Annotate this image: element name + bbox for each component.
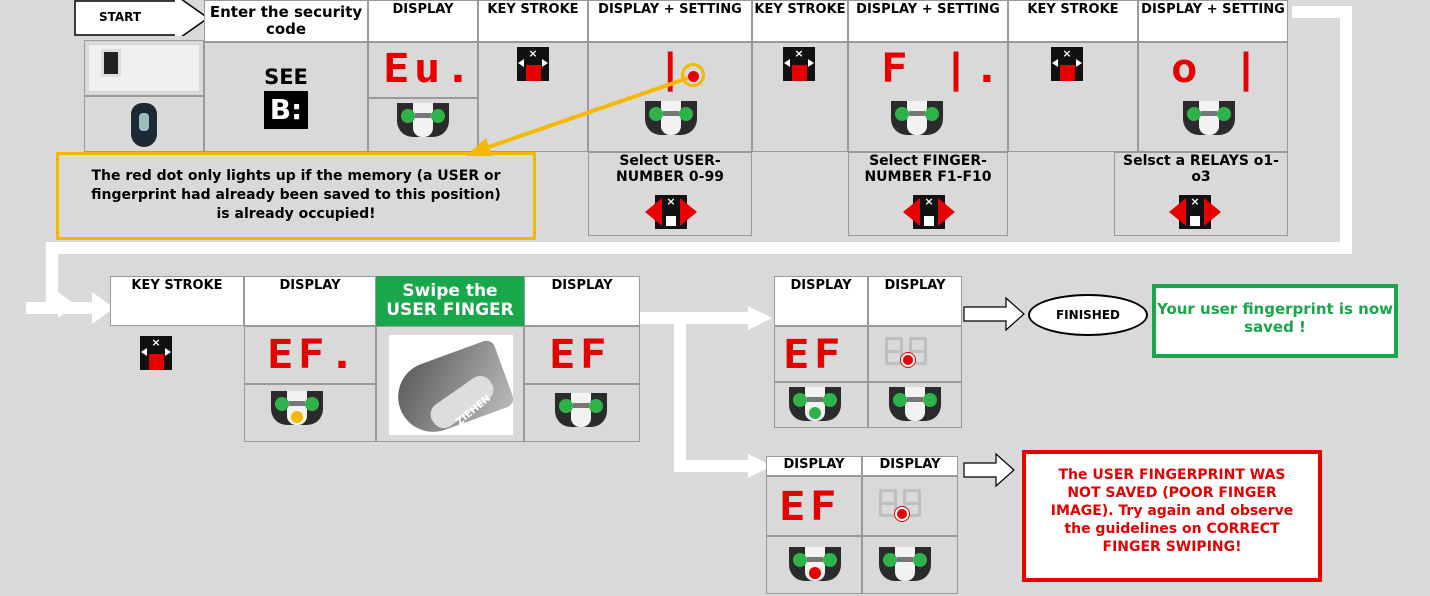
reader-led-icon (397, 103, 449, 137)
display-cell-ef: EF (524, 326, 640, 384)
swipe-finger-image: ZIEHEN (389, 335, 513, 435)
header-display-1: DISPLAY (368, 0, 478, 42)
key-stroke-icon: × (1051, 47, 1083, 81)
display-cell-ef-dot: EF. (244, 326, 376, 384)
key-stroke-icon: × (783, 47, 815, 81)
success-reader-cell (774, 382, 868, 428)
blinking-dot-icon (897, 509, 907, 519)
success-reader-cell-2 (868, 382, 962, 428)
led-display-finger: F |. (881, 46, 1005, 92)
reader-led-icon (645, 101, 697, 135)
select-finger-cell: Select FINGER-NUMBER F1-F10 × (848, 152, 1008, 236)
led-display-ef: EF (549, 332, 611, 378)
fail-display-cell: EF (766, 476, 862, 536)
blank-display-icon (879, 489, 925, 519)
device-image-cell (84, 40, 204, 96)
header-success-display-2: DISPLAY (868, 276, 962, 326)
led-display-ef-dot: EF. (267, 332, 360, 378)
reader-cell-yellow (244, 384, 376, 442)
led-display-eu: Eu. (383, 46, 476, 92)
fail-message: The USER FINGERPRINT WAS NOT SAVED (POOR… (1022, 450, 1322, 582)
blank-display-cell (868, 326, 962, 382)
reader-led-green-icon (789, 387, 841, 421)
select-relays-label: Selsct a RELAYS o1-o3 (1123, 153, 1279, 185)
header-display-setting-1: DISPLAY + SETTING (588, 0, 752, 42)
reader-led-yellow-icon (271, 391, 323, 425)
device-image-cell-2 (84, 96, 204, 152)
reader-device-icon (101, 49, 121, 77)
navigation-icon: × (1169, 195, 1221, 229)
success-message: Your user fingerprint is now saved ! (1152, 284, 1398, 358)
see-b-cell: SEE B: (204, 42, 368, 152)
reader-led-red-icon (789, 547, 841, 581)
blank-display-icon (885, 337, 931, 367)
header-fail-display-1: DISPLAY (766, 456, 862, 476)
highlight-circle (681, 63, 705, 87)
header-keystroke-2: KEY STROKE (752, 0, 848, 42)
scanner-device-icon (131, 103, 157, 147)
reader-led-icon (879, 547, 931, 581)
reader-led-icon (555, 393, 607, 427)
fail-arrow (963, 452, 1015, 488)
led-display-relay: o | (1171, 46, 1264, 92)
finished-label: FINISHED (1028, 294, 1148, 336)
header-keystroke-3: KEY STROKE (1008, 0, 1138, 42)
swipe-image-cell: ZIEHEN (376, 326, 524, 442)
fail-reader-cell (766, 536, 862, 594)
header-keystroke-4: KEY STROKE (110, 276, 244, 326)
swipe-finger-header: Swipe the USER FINGER (376, 276, 524, 326)
keystroke-cell-3: × (1008, 42, 1138, 152)
enter-code-header: Enter the security code (204, 0, 368, 42)
select-relays-cell: Selsct a RELAYS o1-o3 × (1114, 152, 1288, 236)
key-stroke-icon: × (140, 336, 172, 370)
display-setting-cell-1: | (588, 42, 752, 152)
success-display-cell: EF (774, 326, 868, 382)
fail-blank-display-cell (862, 476, 958, 536)
navigation-icon: × (645, 195, 697, 229)
keystroke-cell-2: × (752, 42, 848, 152)
flow-arrow-right (26, 292, 114, 324)
start-arrow (74, 0, 210, 36)
reader-led-icon (889, 387, 941, 421)
start-label: START (98, 10, 142, 24)
flow-connector-top (46, 6, 1352, 318)
see-b-reference: B: (264, 91, 308, 129)
display-setting-cell-2: F |. (848, 42, 1008, 152)
select-finger-label: Select FINGER-NUMBER F1-F10 (864, 153, 992, 185)
header-display-setting-3: DISPLAY + SETTING (1138, 0, 1288, 42)
reader-cell-1 (368, 98, 478, 152)
header-fail-display-2: DISPLAY (862, 456, 958, 476)
display-setting-cell-3: o | (1138, 42, 1288, 152)
header-keystroke-1: KEY STROKE (478, 0, 588, 42)
success-arrow (963, 296, 1025, 332)
led-display-ef-success: EF (783, 332, 845, 378)
wall-reader-image (89, 45, 199, 91)
header-display-4: DISPLAY (244, 276, 376, 326)
reader-cell-2 (524, 384, 640, 442)
note-pointer-arrow (466, 76, 689, 156)
red-dot-note: The red dot only lights up if the memory… (56, 152, 536, 240)
header-success-display-1: DISPLAY (774, 276, 868, 326)
header-display-setting-2: DISPLAY + SETTING (848, 0, 1008, 42)
header-display-5: DISPLAY (524, 276, 640, 326)
see-label: SEE (264, 65, 308, 89)
fail-reader-cell-2 (862, 536, 958, 594)
led-display-ef-fail: EF (779, 484, 841, 530)
blinking-dot-icon (903, 355, 913, 365)
reader-led-icon (891, 101, 943, 135)
key-stroke-icon: × (517, 47, 549, 81)
branch-connector (640, 306, 772, 478)
display-cell-eu: Eu. (368, 42, 478, 98)
select-user-label: Select USER-NUMBER 0-99 (616, 153, 724, 185)
navigation-icon: × (903, 195, 955, 229)
reader-led-icon (1183, 101, 1235, 135)
select-user-cell: Select USER-NUMBER 0-99 × (588, 152, 752, 236)
